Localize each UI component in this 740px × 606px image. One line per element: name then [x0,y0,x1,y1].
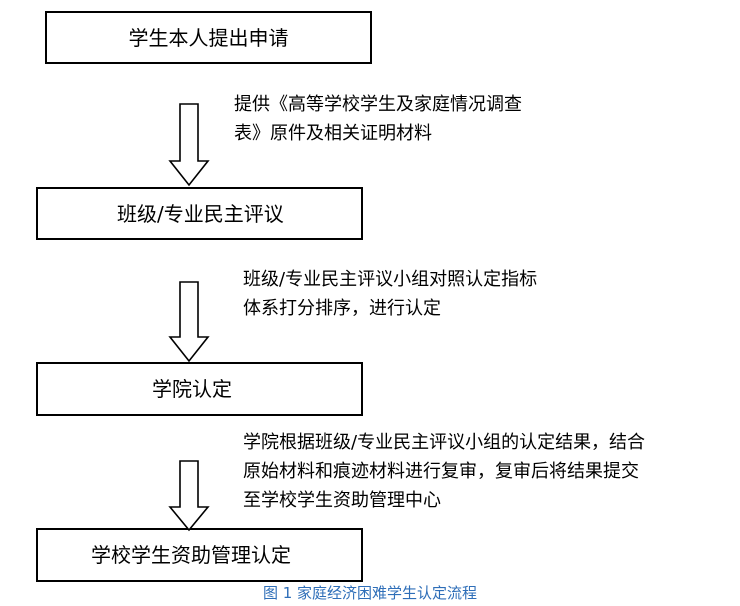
note-line: 学院根据班级/专业民主评议小组的认定结果，结合 [243,432,646,453]
note-college-review: 学院根据班级/专业民主评议小组的认定结果，结合 原始材料和痕迹材料进行复审，复审… [243,428,733,515]
step-box-college: 学院认定 [36,362,363,416]
note-line: 班级/专业民主评议小组对照认定指标 [243,269,538,290]
note-class-review: 班级/专业民主评议小组对照认定指标 体系打分排序，进行认定 [243,265,643,323]
note-line: 体系打分排序，进行认定 [243,298,441,319]
step-label-university: 学校学生资助管理认定 [91,543,291,567]
note-materials: 提供《高等学校学生及家庭情况调查 表》原件及相关证明材料 [234,90,614,148]
note-line: 提供《高等学校学生及家庭情况调查 [234,94,522,115]
down-arrow-3 [168,460,210,532]
step-box-class-review: 班级/专业民主评议 [36,187,363,240]
step-label-apply: 学生本人提出申请 [128,25,289,50]
note-line: 原始材料和痕迹材料进行复审，复审后将结果提交 [243,461,639,482]
down-arrow-2 [168,281,210,363]
note-line: 至学校学生资助管理中心 [243,490,441,511]
down-arrow-1 [168,103,210,187]
step-box-university: 学校学生资助管理认定 [36,528,363,582]
note-line: 表》原件及相关证明材料 [234,123,432,144]
step-label-class-review: 班级/专业民主评议 [117,201,284,226]
step-label-college: 学院认定 [152,377,232,401]
figure-caption: 图 1 家庭经济困难学生认定流程 [262,584,478,602]
step-box-apply: 学生本人提出申请 [45,11,372,64]
